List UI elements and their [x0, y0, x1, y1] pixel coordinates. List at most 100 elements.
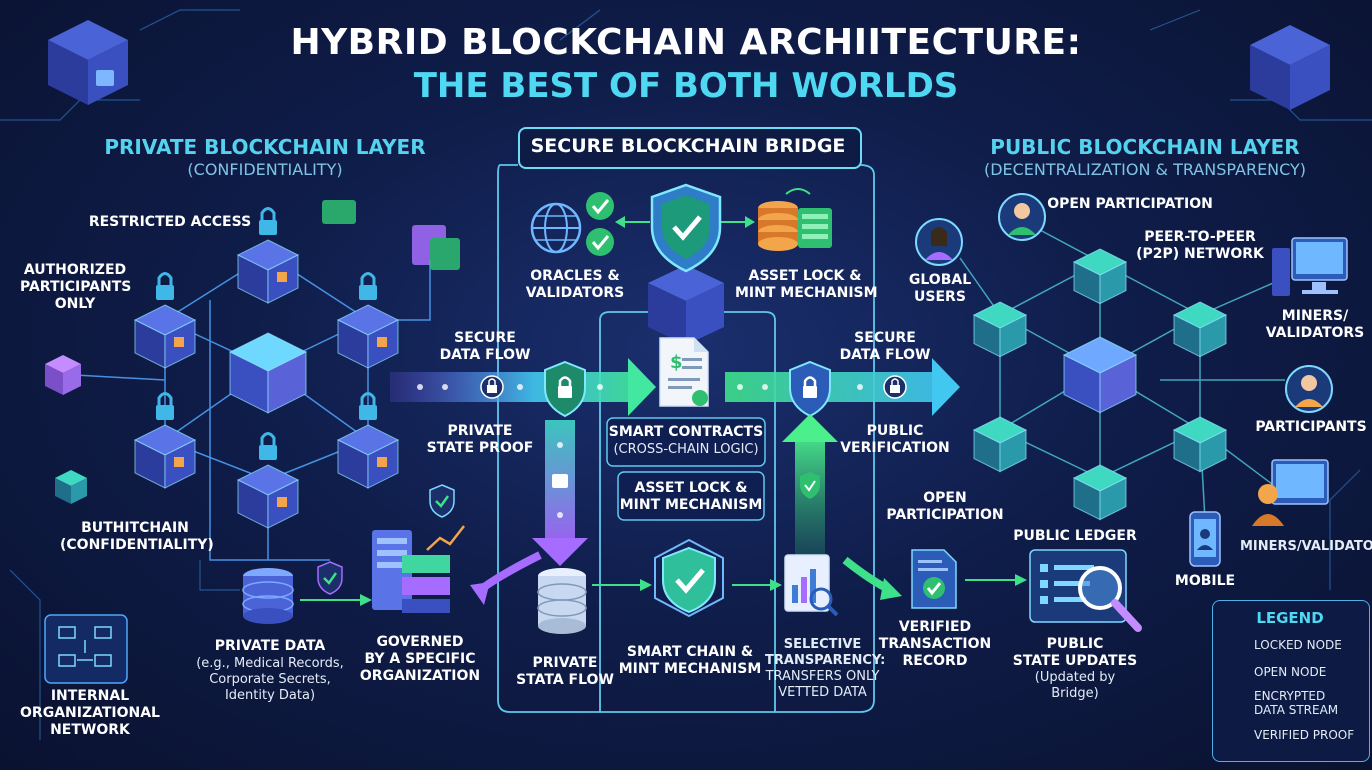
public-open-node [972, 301, 1028, 358]
selective-label-4: VETTED DATA [778, 685, 867, 700]
open-participation-mid-label-2: PARTICIPATION [886, 507, 1004, 523]
lock-icon [359, 272, 377, 300]
private-state-proof-label-1: PRIVATE [447, 423, 513, 439]
lock-icon [259, 207, 277, 235]
p2p-label-1: PEER-TO-PEER [1144, 229, 1256, 245]
shield-lock-right [789, 360, 831, 418]
private-locked-node [236, 207, 300, 304]
governed-label-3: ORGANIZATION [359, 668, 481, 684]
mobile-label: MOBILE [1174, 573, 1236, 589]
asset-lock-top-label-2: MINT MECHANISM [735, 285, 878, 301]
private-layer-heading: PRIVATE BLOCKCHAIN LAYER [104, 135, 426, 159]
flow-lock-icons [480, 375, 907, 399]
miners-validators-workstation-icon [1252, 459, 1329, 526]
verified-record-label-3: RECORD [902, 653, 968, 669]
smart-contracts-label-1: SMART CONTRACTS [608, 424, 764, 440]
selective-label-1: SELECTIVE [783, 637, 862, 652]
lock-icon [259, 432, 277, 460]
public-state-label-1: PUBLIC [1046, 636, 1104, 652]
asset-lock-mid-label-2: MINT MECHANISM [619, 497, 763, 513]
oracles-globe-icon [530, 192, 614, 256]
private-stata-flow-label-2: STATA FLOW [516, 672, 614, 688]
private-core-node [228, 332, 308, 414]
private-stata-database [537, 568, 587, 634]
bridge-title: SECURE BLOCKCHAIN BRIDGE [530, 135, 846, 157]
title-line-2: THE BEST OF BOTH WORLDS [413, 66, 959, 106]
verified-record-icon [911, 549, 957, 609]
decorative-cube-chain [55, 470, 87, 504]
legend-verified-proof: VERIFIED PROOF [1254, 728, 1355, 742]
public-ledger-icon [1029, 549, 1142, 632]
public-ledger-label: PUBLIC LEDGER [1013, 528, 1137, 544]
p2p-label-2: (P2P) NETWORK [1136, 246, 1264, 262]
private-locked-node [336, 272, 400, 369]
public-verification-up-arrow [795, 440, 825, 560]
public-layer-subheading: (DECENTRALIZATION & TRANSPARENCY) [983, 160, 1307, 179]
smart-contracts-box [606, 417, 766, 467]
internal-network-label-2: ORGANIZATIONAL [20, 705, 160, 721]
private-data-label: PRIVATE DATA [214, 638, 326, 654]
secure-flow-right-label-1: SECURE [854, 330, 916, 346]
miners-validators-computer-icon [1272, 237, 1348, 296]
secure-flow-left-label-1: SECURE [454, 330, 516, 346]
lock-icon [156, 272, 174, 300]
buth-chain-label-2: (CONFIDENTIALITY) [60, 537, 214, 553]
public-state-label-2: STATE UPDATES [1012, 653, 1138, 669]
asset-lock-top-label-1: ASSET LOCK & [748, 268, 862, 284]
legend-title: LEGEND [1256, 609, 1324, 627]
authorized-label-2: PARTICIPANTS [20, 279, 132, 295]
oracles-label-2: VALIDATORS [525, 285, 625, 301]
private-data-example-3: Identity Data) [224, 688, 316, 703]
secure-flow-right-label-2: DATA FLOW [839, 347, 931, 363]
asset-lock-mid-label-1: ASSET LOCK & [634, 480, 748, 496]
legend-open-node: OPEN NODE [1254, 665, 1327, 679]
secure-flow-left-label-2: DATA FLOW [439, 347, 531, 363]
decorative-file-icons [322, 200, 460, 270]
private-locked-node [336, 392, 400, 489]
title-line-1: HYBRID BLOCKCHAIN ARCHIITECTURE: [290, 22, 1082, 63]
open-participation-mid-label-1: OPEN [923, 490, 967, 506]
private-data-example-1: (e.g., Medical Records, [196, 656, 344, 671]
private-layer-subheading: (CONFIDENTIALITY) [187, 160, 343, 179]
decorative-cube-left [45, 355, 81, 395]
internal-network-icon [44, 614, 128, 684]
corner-cube-right [1250, 25, 1330, 110]
public-open-node [1072, 464, 1128, 521]
asset-lock-coins-icon [758, 188, 832, 251]
svg-text:$: $ [670, 352, 683, 373]
global-users-label-1: GLOBAL [908, 272, 972, 288]
public-open-node [972, 416, 1028, 473]
private-locked-node [133, 272, 197, 369]
smart-contract-document-icon: $ [659, 337, 709, 407]
private-network-nodes [133, 207, 400, 529]
smart-chain-label-1: SMART CHAIN & [626, 644, 754, 660]
selective-label-3: TRANSFERS ONLY [765, 669, 880, 684]
secure-flow-arrow-left [390, 372, 630, 402]
authorized-label-3: ONLY [54, 296, 96, 312]
participants-avatar [1285, 365, 1333, 413]
legend-locked-node: LOCKED NODE [1254, 638, 1342, 652]
smart-contracts-label-2: (CROSS-CHAIN LOGIC) [613, 442, 759, 457]
corner-cube-left [48, 20, 128, 105]
governed-server-stack [372, 525, 465, 613]
public-state-label-3: (Updated by [1034, 670, 1116, 685]
shield-check-up [800, 472, 820, 499]
participants-label: PARTICIPANTS [1255, 419, 1367, 435]
governed-label-1: GOVERNED [376, 634, 464, 650]
private-state-proof-label-2: STATE PROOF [426, 440, 534, 456]
selective-label-2: TRANSPARENCY: [765, 653, 886, 668]
lock-icon [359, 392, 377, 420]
global-users-avatar [915, 218, 963, 266]
verified-record-label-2: TRANSACTION [878, 636, 992, 652]
public-network-nodes [972, 248, 1228, 521]
open-participation-avatar [998, 193, 1046, 241]
authorized-label-1: AUTHORIZED [23, 262, 127, 278]
public-open-node [1172, 416, 1228, 473]
global-users-label-2: USERS [914, 289, 966, 305]
public-verification-label-2: VERIFICATION [840, 440, 950, 456]
circuit-lines [0, 9, 1372, 740]
public-open-node [1072, 248, 1128, 305]
open-participation-top-label: OPEN PARTICIPATION [1047, 196, 1213, 212]
